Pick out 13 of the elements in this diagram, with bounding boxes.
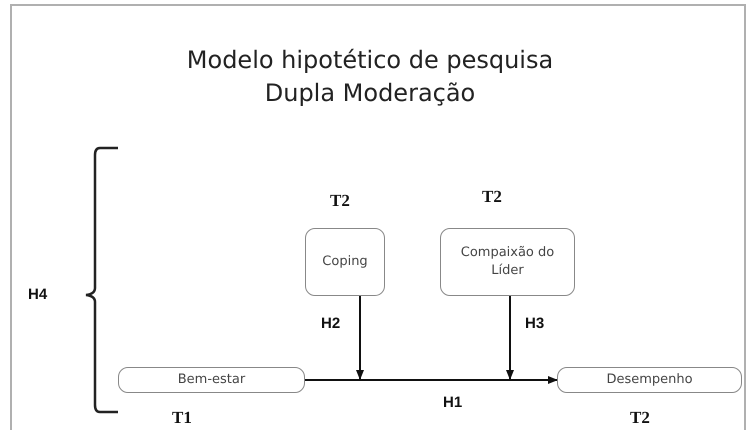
hypothesis-label: H4 — [28, 285, 48, 305]
time-label: T2 — [630, 407, 650, 429]
time-label: T2 — [330, 190, 350, 212]
process-box: Compaixão do Líder — [440, 228, 575, 296]
process-box: Bem-estar — [118, 367, 305, 393]
time-label: T2 — [482, 186, 502, 208]
arrow — [506, 296, 514, 380]
process-box: Desempenho — [557, 367, 742, 393]
arrow — [356, 296, 364, 380]
arrow — [305, 376, 558, 384]
title: Modelo hipotético de pesquisa Dupla Moderação — [186, 45, 554, 109]
process-box: Coping — [305, 228, 385, 296]
time-label: T1 — [172, 407, 192, 429]
